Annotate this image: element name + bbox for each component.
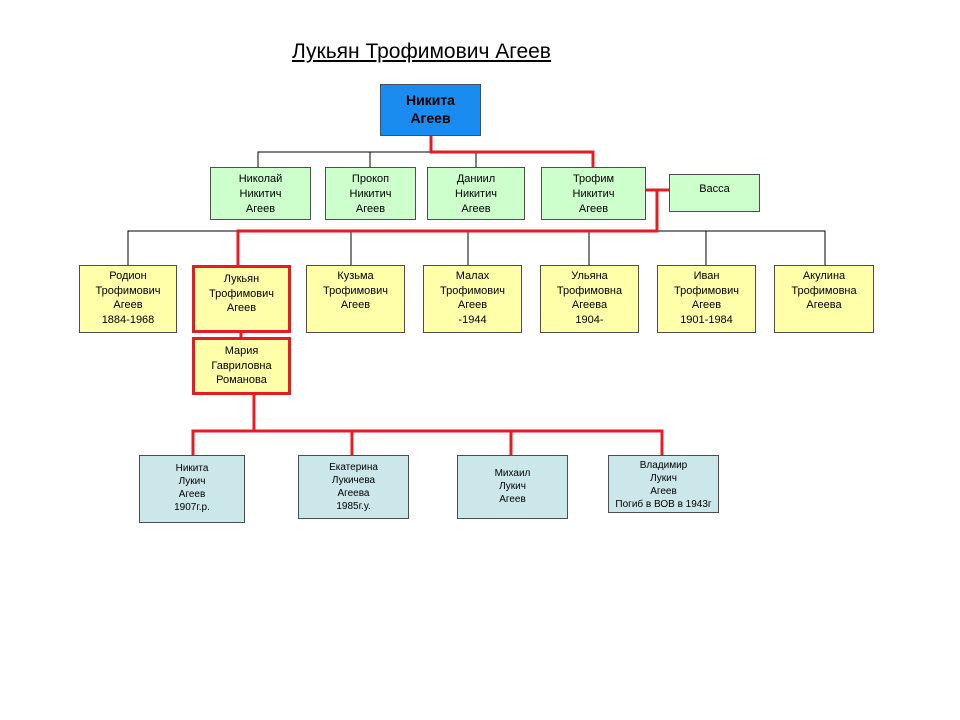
node-line: Трофимович: [674, 284, 739, 297]
node-line: Трофимович: [440, 284, 505, 297]
wife-node-maria: Мария Гавриловна Романова: [192, 337, 291, 395]
node-line: Агеев: [650, 486, 677, 497]
node-line: Агеев: [499, 494, 526, 505]
node-line: Никита: [406, 92, 455, 108]
node-line: Прокоп: [351, 173, 390, 185]
node-line: Агеев: [178, 489, 206, 500]
node-line: Николай: [238, 173, 283, 185]
child-node-ekaterina: Екатерина Лукичева Агеева 1985г.у.: [298, 455, 409, 519]
node-line: 1985г.у.: [336, 501, 371, 512]
node-line: Погиб в ВОВ в 1943г: [615, 499, 712, 510]
node-line: Трофимович: [209, 287, 274, 300]
node-line: Романова: [216, 374, 267, 386]
node-line: Агеев: [113, 299, 143, 311]
grandchild-node-lukyan: Лукьян Трофимович Агеев: [192, 265, 291, 333]
node-line: Никитич: [239, 188, 282, 200]
node-line: Агеев: [578, 203, 609, 215]
son-node-daniil: Даниил Никитич Агеев: [427, 167, 525, 220]
node-line: 1884-1968: [101, 313, 155, 326]
root-node-nikita: Никита Агеев: [380, 84, 481, 136]
spouse-node-vassa: Васса: [669, 174, 760, 212]
child-node-mikhail: Михаил Лукич Агеев: [457, 455, 568, 519]
page-title: Лукьян Трофимович Агеев: [292, 40, 551, 63]
node-line: Агеев: [691, 299, 722, 311]
grandchild-node-rodion: Родион Трофимович Агеев 1884-1968: [79, 265, 177, 333]
node-line: Родион: [109, 270, 147, 282]
node-line: Акулина: [802, 270, 846, 282]
son-node-trofim: Трофим Никитич Агеев: [541, 167, 646, 220]
node-line: Лукич: [178, 476, 206, 487]
grandchild-node-kuzma: Кузьма Трофимович Агеев: [306, 265, 405, 333]
grandchild-node-ulyana: Ульяна Трофимовна Агеева 1904-: [540, 265, 639, 333]
grandchild-node-akulina: Акулина Трофимовна Агеева: [774, 265, 874, 333]
node-line: Васса: [699, 183, 730, 195]
grandchild-node-ivan: Иван Трофимович Агеев 1901-1984: [657, 265, 756, 333]
node-line: Трофимович: [95, 284, 161, 297]
son-node-prokop: Прокоп Никитич Агеев: [325, 167, 416, 220]
node-line: Агеев: [457, 299, 488, 311]
node-line: Трофимовна: [791, 284, 857, 297]
node-line: Агеева: [806, 299, 842, 311]
son-node-nikolai: Николай Никитич Агеев: [210, 167, 311, 220]
child-node-vladimir: Владимир Лукич Агеев Погиб в ВОВ в 1943г: [608, 455, 719, 513]
node-line: Агеев: [340, 299, 371, 311]
grandchild-node-malakh: Малах Трофимович Агеев -1944: [423, 265, 522, 333]
node-line: Трофимович: [323, 284, 388, 297]
node-line: Никитич: [349, 188, 392, 200]
node-line: Малах: [455, 270, 490, 282]
node-line: Никитич: [455, 188, 497, 200]
node-line: Ульяна: [571, 270, 608, 282]
node-line: Лукьян: [223, 273, 260, 285]
node-line: Агеев: [245, 203, 276, 215]
node-line: 1901-1984: [680, 313, 733, 326]
node-line: Агеев: [410, 110, 451, 126]
node-line: Михаил: [494, 468, 531, 479]
node-line: Владимир: [639, 460, 688, 471]
node-line: Агеева: [571, 299, 608, 311]
node-line: Иван: [693, 270, 720, 282]
node-line: Агеева: [337, 488, 370, 499]
node-line: Лукичева: [331, 475, 376, 486]
node-line: Агеев: [355, 203, 386, 215]
node-line: 1904-: [575, 313, 604, 326]
node-line: Кузьма: [337, 270, 374, 282]
node-line: Мария: [224, 345, 259, 357]
node-line: Гавриловна: [211, 359, 272, 372]
node-line: Даниил: [456, 173, 496, 185]
node-line: Трофимовна: [556, 284, 623, 297]
node-line: Лукич: [650, 473, 677, 484]
child-node-nikita: Никита Лукич Агеев 1907г.р.: [139, 455, 245, 523]
node-line: Никита: [175, 463, 209, 474]
node-line: 1907г.р.: [174, 502, 210, 513]
node-line: Агеев: [226, 302, 257, 314]
node-line: Лукич: [499, 481, 526, 492]
node-line: Агеев: [461, 203, 491, 215]
node-line: Екатерина: [329, 462, 378, 473]
node-line: -1944: [458, 313, 487, 326]
node-line: Трофим: [572, 173, 615, 185]
node-line: Никитич: [572, 188, 615, 200]
